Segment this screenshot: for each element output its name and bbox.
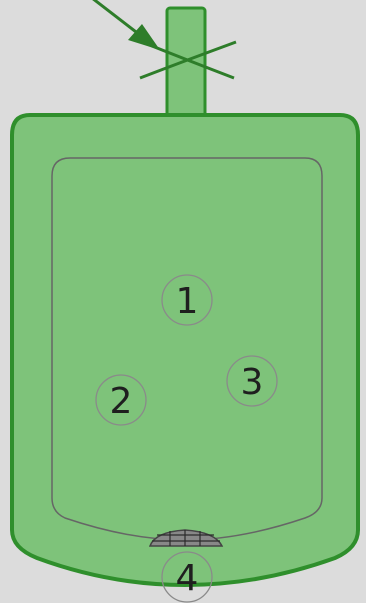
marker-4-label: 4 xyxy=(176,558,199,599)
marker-1-label: 1 xyxy=(176,281,199,322)
marker-2-label: 2 xyxy=(110,381,133,422)
bag-body xyxy=(12,115,358,585)
marker-3-label: 3 xyxy=(241,362,264,403)
